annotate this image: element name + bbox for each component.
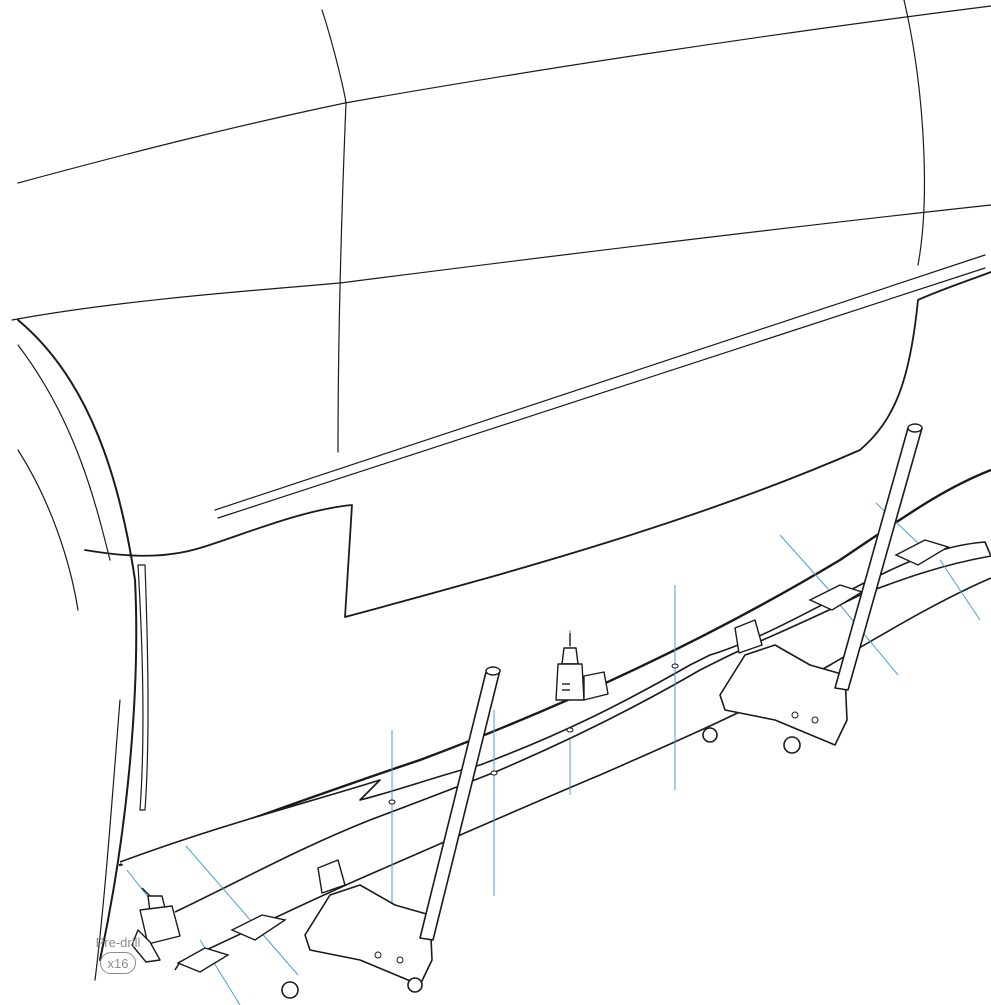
guide-line — [185, 845, 299, 976]
jack-wheel — [407, 977, 423, 993]
door-pillar-b — [321, 9, 347, 453]
hole-icon — [490, 770, 498, 776]
hole-icon — [566, 727, 574, 733]
bracket — [230, 914, 287, 941]
quantity-badge: x16 — [100, 952, 136, 974]
floor-jack-right — [702, 423, 923, 754]
rocker-outer — [118, 468, 991, 867]
character-line-1 — [214, 254, 986, 511]
jack-saddle — [734, 619, 763, 654]
rocker-panel-bottom — [174, 577, 991, 971]
body-line-upper — [17, 5, 991, 184]
guide-line — [779, 534, 839, 601]
door-pillar-rear — [903, 0, 925, 266]
jack-wheel — [702, 727, 718, 743]
callout-label: Pre-drill — [95, 935, 141, 950]
character-line-2 — [217, 267, 986, 519]
hole-icon — [388, 799, 396, 805]
door-bottom — [84, 271, 991, 618]
jack-bolt — [396, 956, 404, 964]
drill-icon — [555, 633, 609, 701]
jack-icon — [304, 884, 433, 986]
wheel-arch-outer — [17, 319, 138, 961]
tire-line — [94, 699, 121, 981]
wheel-arch-inner — [17, 344, 111, 561]
belt-line — [11, 204, 991, 321]
handle-grip — [907, 423, 923, 433]
jack-bolt — [791, 711, 799, 719]
guide-line — [839, 604, 899, 676]
floor-jack-left — [281, 666, 501, 999]
guide-line — [939, 559, 981, 621]
hole-icon — [671, 663, 679, 669]
car-body — [11, 0, 991, 981]
jack-saddle — [317, 859, 346, 894]
wheel-arch-inner-2 — [17, 449, 79, 611]
fender-trim — [137, 564, 149, 811]
drill-icon — [131, 887, 181, 963]
bracket — [176, 947, 230, 973]
jack-bolt — [374, 951, 382, 959]
pre-drill-callout: Pre-drill x16 — [86, 936, 150, 974]
jack-bolt — [811, 716, 819, 724]
jack-wheel — [783, 736, 801, 754]
guide-line — [875, 502, 921, 546]
bracket — [894, 539, 950, 566]
handle-icon — [419, 669, 501, 941]
brackets — [176, 539, 950, 973]
holes — [388, 663, 679, 805]
handle-grip — [485, 666, 501, 676]
jack-wheel — [281, 981, 299, 999]
